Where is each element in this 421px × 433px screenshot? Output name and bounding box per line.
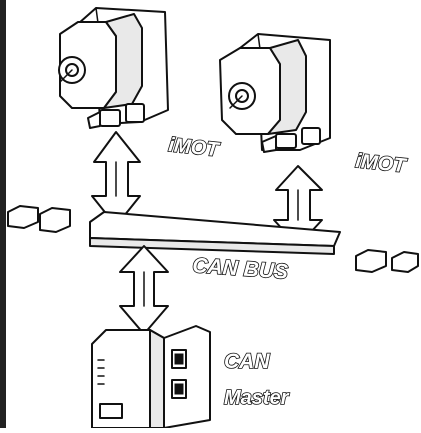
motor-right-label: iMOT bbox=[354, 149, 409, 178]
double-arrow-master-icon bbox=[119, 245, 169, 335]
svg-text:iMOT: iMOT bbox=[167, 134, 221, 161]
left-edge-strip bbox=[0, 0, 6, 428]
svg-text:iMOT: iMOT bbox=[354, 150, 408, 177]
svg-text:CAN: CAN bbox=[224, 350, 270, 373]
connector-right-icon bbox=[355, 249, 419, 273]
svg-text:CAN BUS: CAN BUS bbox=[192, 254, 289, 284]
connector-left-icon bbox=[7, 205, 71, 233]
can-master-controller-icon bbox=[91, 325, 211, 429]
can-master-label: CAN Master bbox=[223, 349, 290, 410]
double-arrow-left-icon bbox=[91, 131, 141, 227]
svg-text:Master: Master bbox=[224, 387, 290, 409]
motor-left-icon bbox=[58, 7, 169, 129]
motor-right-icon bbox=[219, 33, 331, 153]
can-bus-bar bbox=[89, 211, 341, 255]
motor-left-label: iMOT bbox=[167, 133, 222, 162]
can-bus-label: CAN BUS bbox=[191, 253, 290, 284]
